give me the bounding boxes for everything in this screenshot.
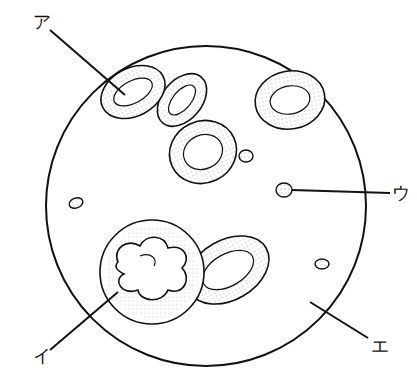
part-label: ア <box>33 13 51 31</box>
platelets <box>68 150 329 269</box>
field-of-view <box>46 46 366 366</box>
part-label: ウ <box>392 184 410 202</box>
part-label: エ <box>371 337 389 355</box>
leader-lines <box>50 30 390 350</box>
part-label: イ <box>33 347 51 365</box>
white-blood-cell <box>100 220 204 324</box>
red-blood-cells <box>92 55 330 318</box>
